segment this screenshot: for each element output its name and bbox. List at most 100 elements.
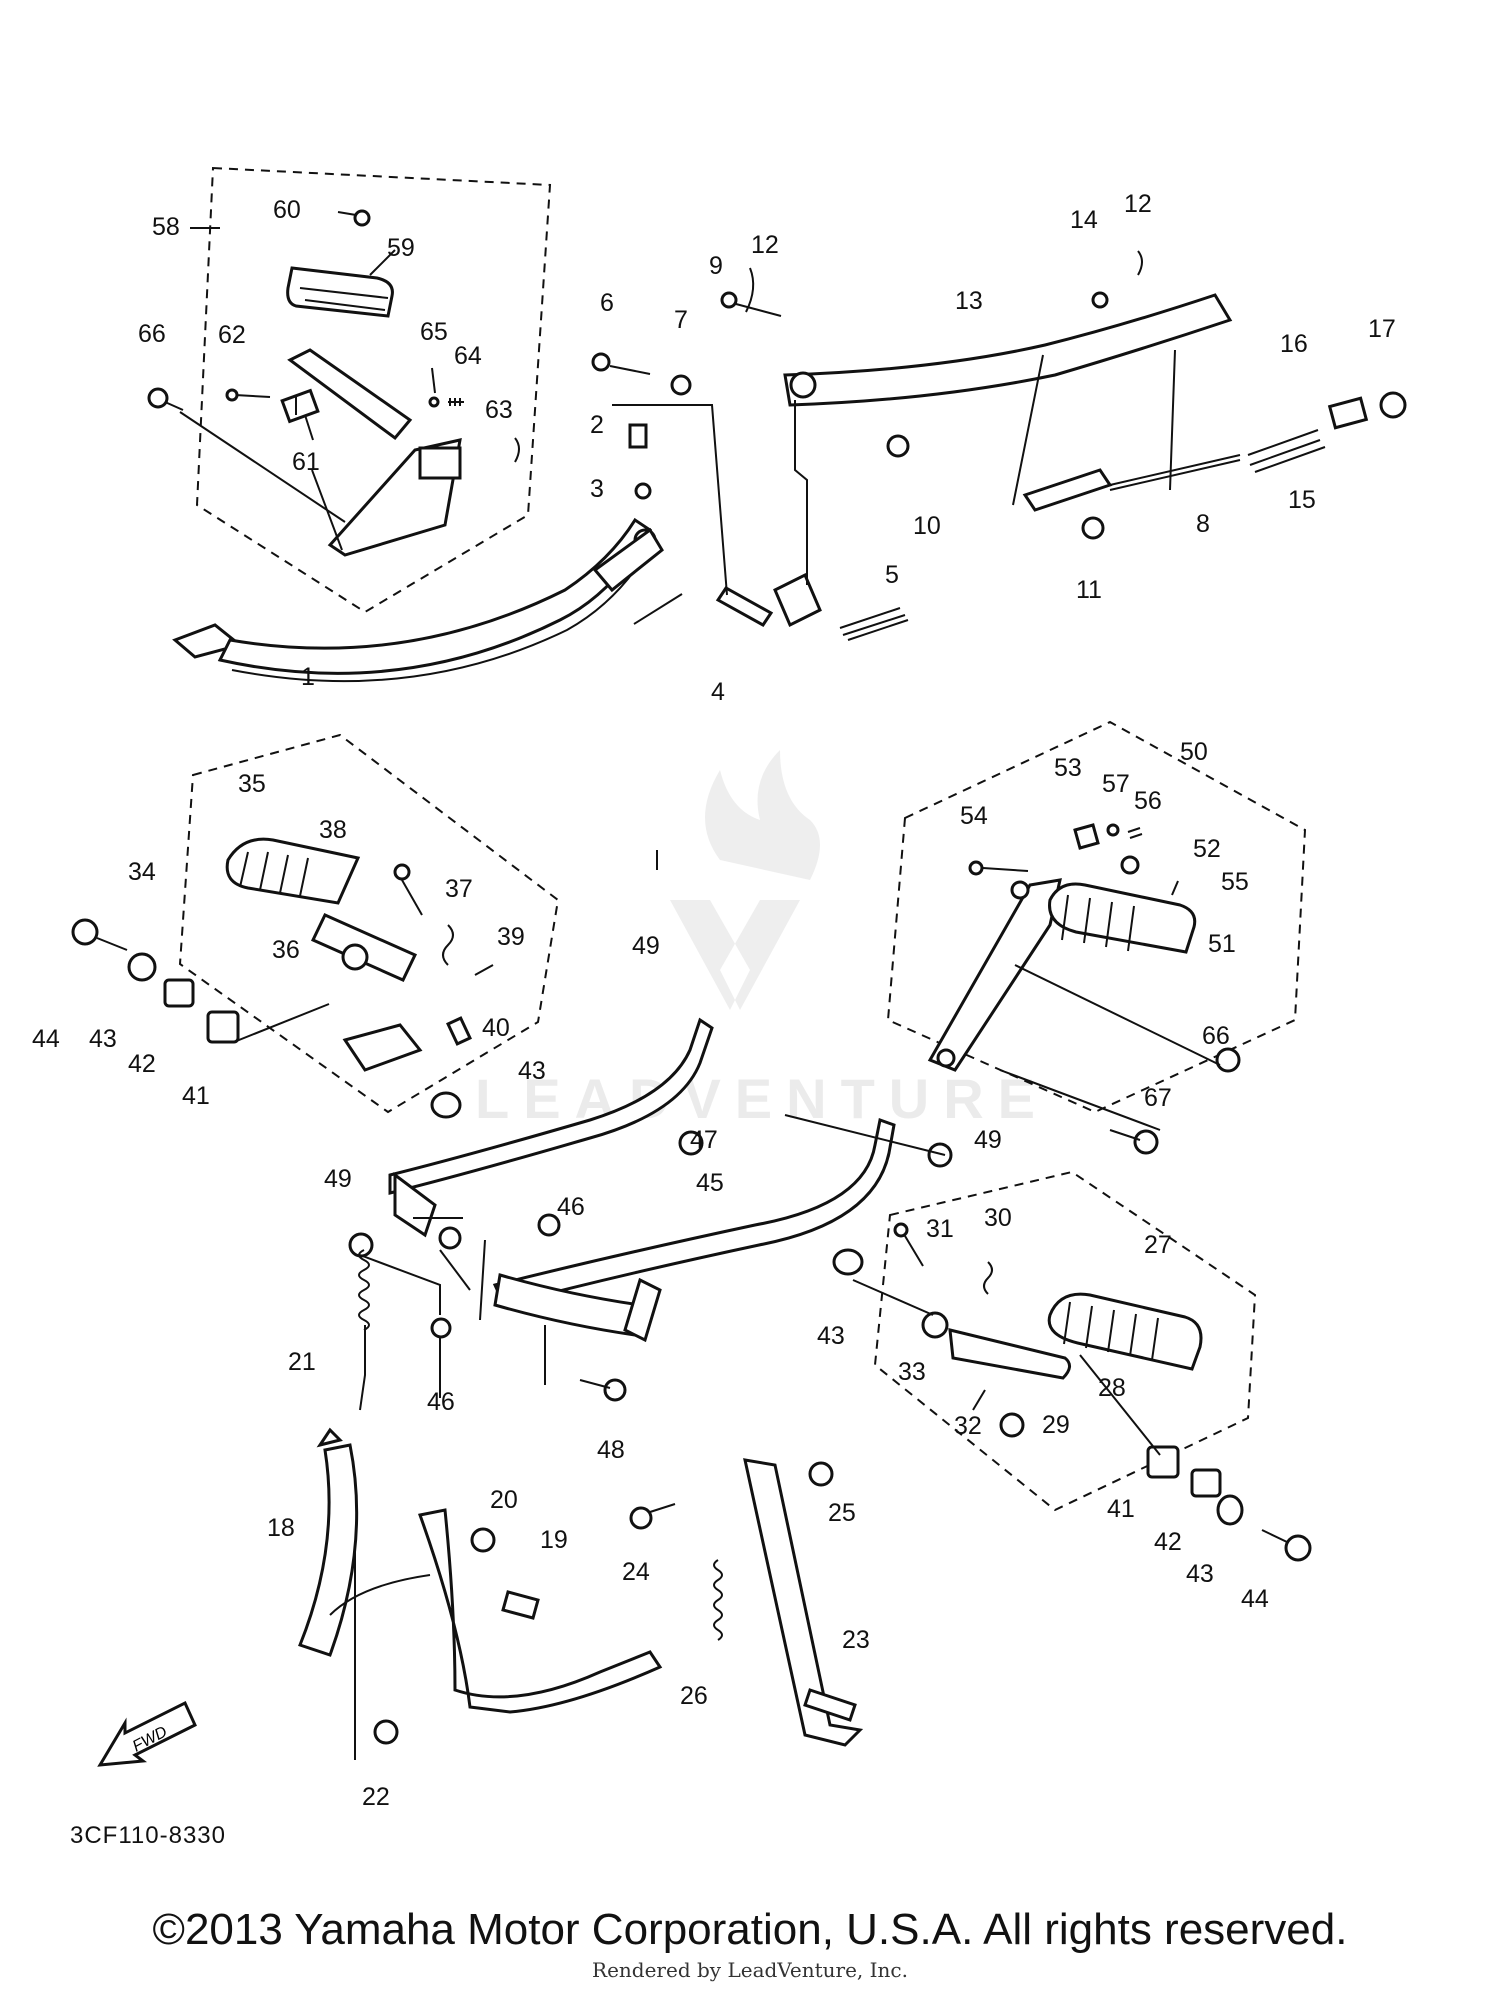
callout-25: 25 bbox=[828, 1499, 856, 1527]
callout-10: 10 bbox=[913, 512, 941, 540]
bolt-44a bbox=[71, 918, 99, 946]
callout-19: 19 bbox=[540, 1526, 568, 1554]
nut-16 bbox=[1327, 396, 1369, 430]
pin-39 bbox=[474, 964, 494, 976]
callout-24: 24 bbox=[622, 1558, 650, 1586]
callout-9: 9 bbox=[709, 252, 723, 280]
callout-16: 16 bbox=[1280, 330, 1308, 358]
clip-12b bbox=[1137, 250, 1143, 276]
figure-code: 3CF110-8330 bbox=[70, 1822, 226, 1849]
callout-38: 38 bbox=[319, 816, 347, 844]
spring-26 bbox=[713, 1559, 723, 1641]
callout-66b: 66 bbox=[1202, 1022, 1230, 1050]
callout-31: 31 bbox=[926, 1215, 954, 1243]
callout-17: 17 bbox=[1368, 315, 1396, 343]
collar-42a bbox=[163, 978, 195, 1008]
pin-2 bbox=[628, 423, 648, 449]
callout-13: 13 bbox=[955, 287, 983, 315]
spring-30 bbox=[983, 1261, 993, 1295]
bolt-6 bbox=[591, 352, 611, 372]
fwd-arrow-icon: FWD bbox=[97, 1700, 197, 1767]
callout-65: 65 bbox=[420, 318, 448, 346]
bolt-60 bbox=[353, 209, 371, 227]
callout-15: 15 bbox=[1288, 486, 1316, 514]
washer-65 bbox=[428, 396, 440, 408]
callout-60: 60 bbox=[273, 196, 301, 224]
callout-55: 55 bbox=[1221, 868, 1249, 896]
callout-40: 40 bbox=[482, 1014, 510, 1042]
spring-21 bbox=[358, 1249, 370, 1331]
callout-54: 54 bbox=[960, 802, 988, 830]
callout-67: 67 bbox=[1144, 1084, 1172, 1112]
clip-12a bbox=[745, 267, 755, 313]
clip-3 bbox=[634, 482, 652, 500]
brake-pedal bbox=[172, 517, 664, 683]
callout-21: 21 bbox=[288, 1348, 316, 1376]
side-stand-23 bbox=[743, 1458, 864, 1747]
group-50-outline bbox=[886, 720, 1307, 1114]
pin-40 bbox=[446, 1016, 472, 1046]
callout-42b: 42 bbox=[1154, 1528, 1182, 1556]
callout-26: 26 bbox=[680, 1682, 708, 1710]
collar-22 bbox=[373, 1719, 399, 1745]
callout-36: 36 bbox=[272, 936, 300, 964]
callout-49b: 49 bbox=[974, 1126, 1002, 1154]
rubber-28 bbox=[1047, 1292, 1203, 1371]
callout-45: 45 bbox=[696, 1169, 724, 1197]
callout-20: 20 bbox=[490, 1486, 518, 1514]
footrest-61 bbox=[287, 348, 413, 441]
center-stand-18 bbox=[298, 1443, 359, 1657]
bolt-52 bbox=[1120, 855, 1140, 875]
callout-1: 1 bbox=[301, 663, 315, 691]
callout-53: 53 bbox=[1054, 754, 1082, 782]
washer-43b bbox=[430, 1091, 462, 1119]
bolt-66 bbox=[147, 387, 169, 409]
nut-10 bbox=[886, 434, 910, 458]
callout-6: 6 bbox=[600, 289, 614, 317]
footrest-50-group bbox=[927, 823, 1241, 1155]
callout-7: 7 bbox=[674, 306, 688, 334]
callout-48: 48 bbox=[597, 1436, 625, 1464]
nut-7 bbox=[670, 374, 692, 396]
callout-57: 57 bbox=[1102, 770, 1130, 798]
bracket-34 bbox=[342, 1023, 423, 1072]
callout-3: 3 bbox=[590, 475, 604, 503]
plate-53 bbox=[1073, 823, 1100, 850]
washer-43c bbox=[832, 1248, 864, 1276]
callout-43a: 43 bbox=[89, 1025, 117, 1053]
rod-13 bbox=[783, 293, 1233, 407]
callout-59: 59 bbox=[387, 234, 415, 262]
washer-43a bbox=[127, 952, 157, 982]
footrest-27 bbox=[948, 1328, 1071, 1380]
bolt-66b bbox=[1215, 1047, 1241, 1073]
shaft-4 bbox=[715, 586, 774, 627]
collar-49a bbox=[678, 1130, 704, 1156]
footrest-34-group bbox=[71, 837, 494, 1119]
pin-54 bbox=[968, 860, 984, 876]
callout-2: 2 bbox=[590, 411, 604, 439]
stands bbox=[298, 1249, 864, 1747]
callout-11: 11 bbox=[1076, 576, 1102, 604]
collar-25 bbox=[808, 1461, 834, 1487]
callout-56: 56 bbox=[1134, 787, 1162, 815]
callout-61: 61 bbox=[292, 448, 320, 476]
callout-41b: 41 bbox=[1107, 1495, 1135, 1523]
spring-56 bbox=[1127, 827, 1143, 839]
group-27-outline bbox=[873, 1170, 1257, 1512]
callout-29: 29 bbox=[1042, 1411, 1070, 1439]
footrest-27-group bbox=[893, 1222, 1312, 1562]
bolt-24 bbox=[629, 1506, 653, 1530]
callout-52: 52 bbox=[1193, 835, 1221, 863]
callout-44a: 44 bbox=[32, 1025, 60, 1053]
copyright-notice: ©2013 Yamaha Motor Corporation, U.S.A. A… bbox=[152, 1905, 1348, 1954]
callout-22: 22 bbox=[362, 1783, 390, 1811]
footrest-58-group bbox=[147, 209, 520, 557]
callout-37: 37 bbox=[445, 875, 473, 903]
brake-linkage bbox=[591, 250, 1407, 641]
bushing-41b bbox=[1146, 1445, 1180, 1479]
callout-44b: 44 bbox=[1241, 1585, 1269, 1613]
callout-43b: 43 bbox=[518, 1057, 546, 1085]
callout-33: 33 bbox=[898, 1358, 926, 1386]
callout-4: 4 bbox=[711, 678, 725, 706]
